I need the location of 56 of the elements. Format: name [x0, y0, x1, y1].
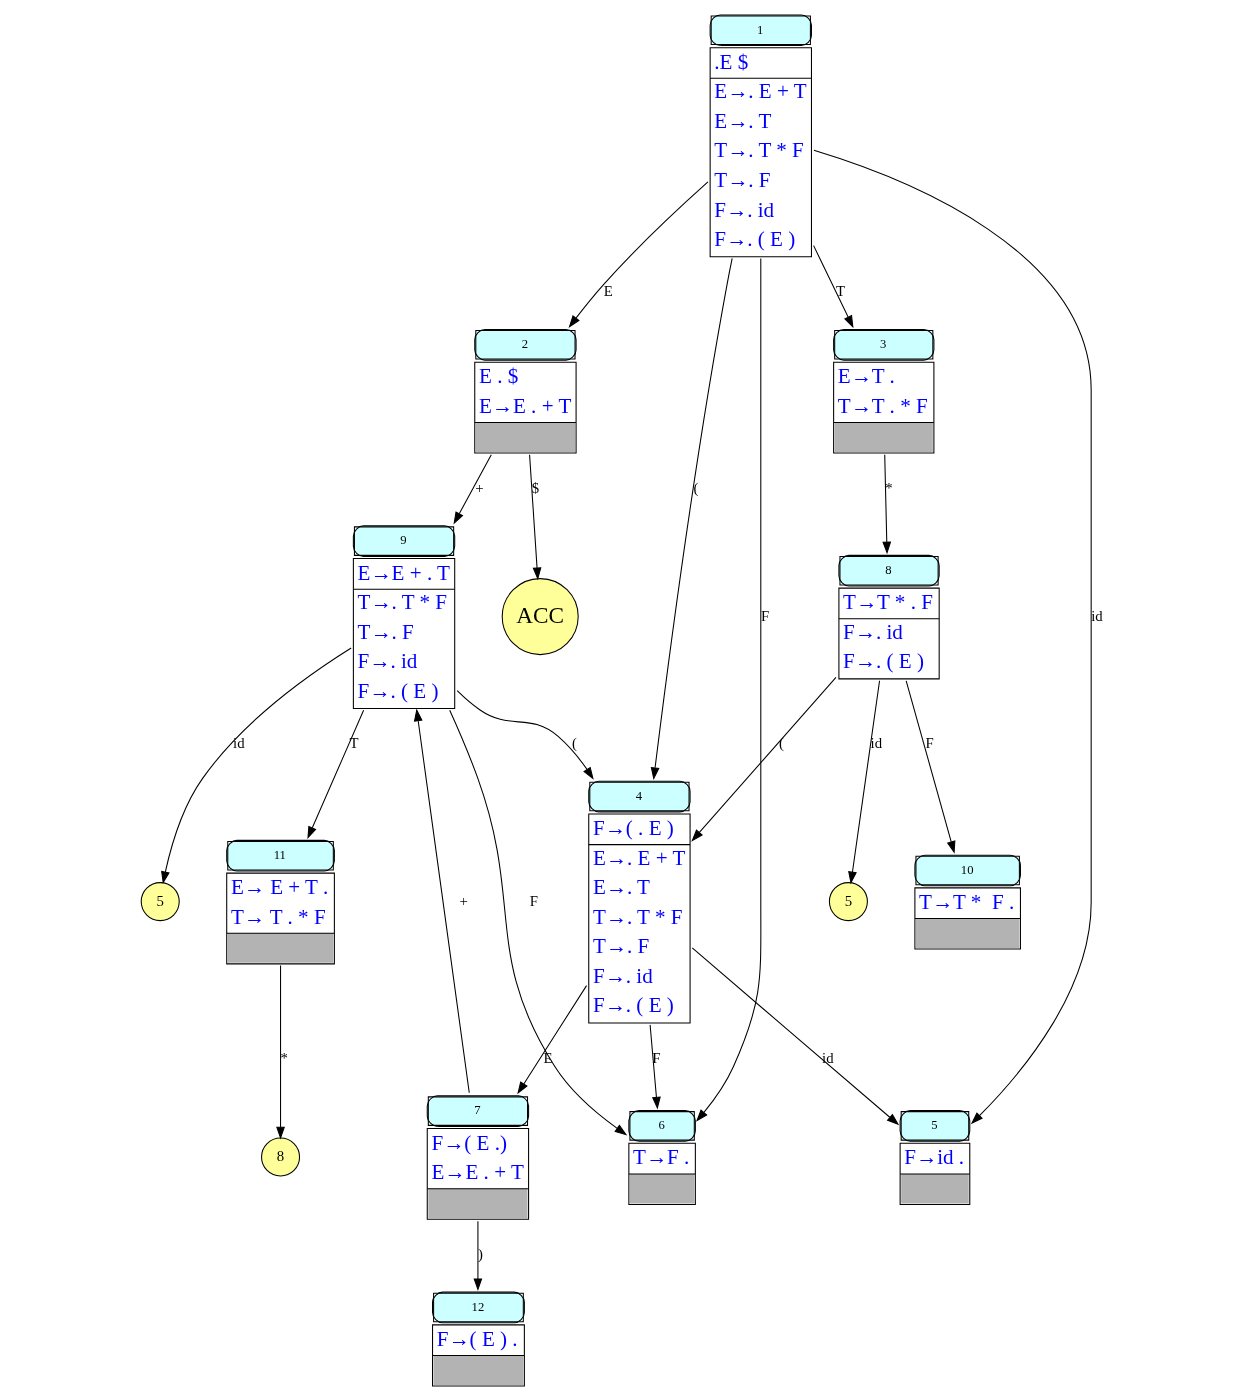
edge-label: id [233, 735, 245, 752]
node-circle: 5 [828, 882, 868, 922]
arrow [529, 454, 542, 581]
edge-label: * [280, 1049, 288, 1066]
edge-label: ( [778, 735, 784, 752]
arrow [691, 676, 837, 842]
node-circle: 8 [261, 1137, 301, 1177]
node-label: 12 [471, 1299, 485, 1314]
edge-label: F [760, 607, 770, 624]
arrow [813, 245, 854, 329]
arrow [453, 454, 492, 525]
arrow [276, 965, 285, 1140]
arrow [413, 708, 470, 1094]
node-label: 5 [931, 1118, 938, 1133]
arrow [650, 257, 733, 781]
arrow [161, 647, 352, 885]
node-circle: ACC [501, 578, 579, 656]
arrow [649, 1024, 661, 1110]
node-label: 2 [521, 337, 529, 352]
node-circle: 5 [140, 882, 180, 922]
node-label: 1 [757, 22, 764, 37]
edge-label: E [603, 283, 613, 300]
edge-label: ( [693, 479, 699, 496]
node-label: 3 [880, 337, 887, 352]
arrow [517, 985, 588, 1095]
edge-label: F [529, 892, 538, 909]
arrow [449, 709, 628, 1136]
arrow [691, 947, 900, 1126]
edge-label: id [1091, 607, 1103, 624]
arrow [307, 709, 365, 840]
edge-label: $ [531, 479, 540, 496]
node-label: 8 [885, 562, 892, 577]
node-label: 6 [658, 1118, 665, 1133]
arrow [695, 257, 762, 1122]
edge-label: ) [478, 1246, 484, 1263]
node-label: 9 [400, 533, 407, 548]
arrow [568, 181, 709, 328]
edge-label: + [475, 479, 484, 496]
node-label: 10 [960, 862, 974, 877]
node-label: 7 [474, 1103, 481, 1118]
edge-label: F [925, 735, 934, 752]
node-label: 11 [273, 847, 286, 862]
node-label: 4 [635, 788, 643, 803]
edge-label: + [459, 892, 468, 909]
edge-label: T [349, 735, 359, 752]
edge-label: * [885, 479, 893, 496]
arrow [813, 149, 1092, 1125]
edge-label: T [835, 283, 845, 300]
arrow [473, 1220, 483, 1292]
arrow [456, 690, 594, 780]
arrow [848, 680, 881, 885]
arrow [882, 454, 892, 555]
arrow [905, 680, 956, 854]
edge-label: id [822, 1049, 834, 1066]
edge-label: id [870, 735, 883, 752]
edge-label: ( [572, 735, 577, 752]
